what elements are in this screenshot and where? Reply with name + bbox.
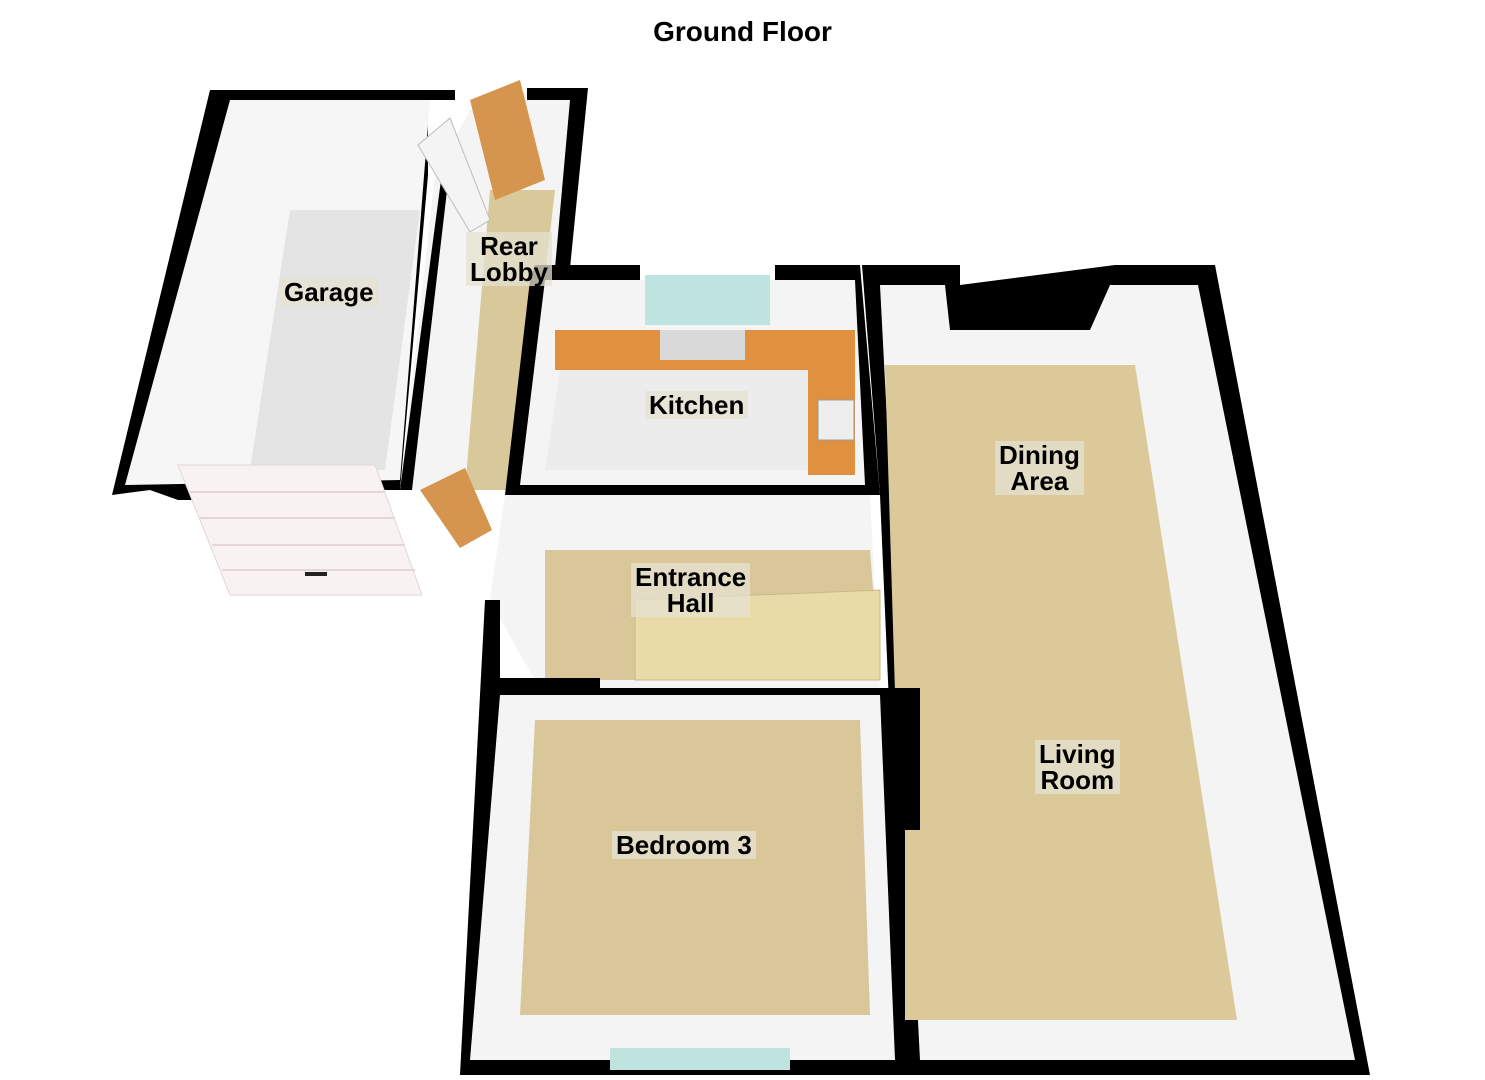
garage-door[interactable] <box>177 464 423 596</box>
front-door[interactable] <box>420 468 492 548</box>
rear-lobby-label-line1: Rear <box>480 231 538 261</box>
garage-internal-door[interactable] <box>417 117 491 233</box>
entrance-hall-label-line1: Entrance <box>635 562 747 592</box>
rear-lobby-label-line2: Lobby <box>470 257 548 287</box>
dining-area-label-line1: Dining <box>999 440 1080 470</box>
dining-area-label-line2: Area <box>1010 466 1069 496</box>
garage-room <box>112 90 455 596</box>
garage-label: Garage <box>280 278 378 306</box>
kitchen-label-text: Kitchen <box>649 390 745 420</box>
bedroom-3-label: Bedroom 3 <box>612 831 756 859</box>
rear-door[interactable] <box>470 80 545 200</box>
living-dining-room <box>862 265 1370 1075</box>
bedroom-3-label-text: Bedroom 3 <box>616 830 752 860</box>
kitchen-label: Kitchen <box>645 390 749 420</box>
kitchen-room <box>505 265 880 495</box>
floor-title: Ground Floor <box>653 16 832 47</box>
garage-label-text: Garage <box>284 277 374 307</box>
living-room-label-line1: Living <box>1039 739 1116 769</box>
entrance-hall-label-line2: Hall <box>666 588 715 618</box>
living-room-label-line2: Room <box>1040 765 1115 795</box>
